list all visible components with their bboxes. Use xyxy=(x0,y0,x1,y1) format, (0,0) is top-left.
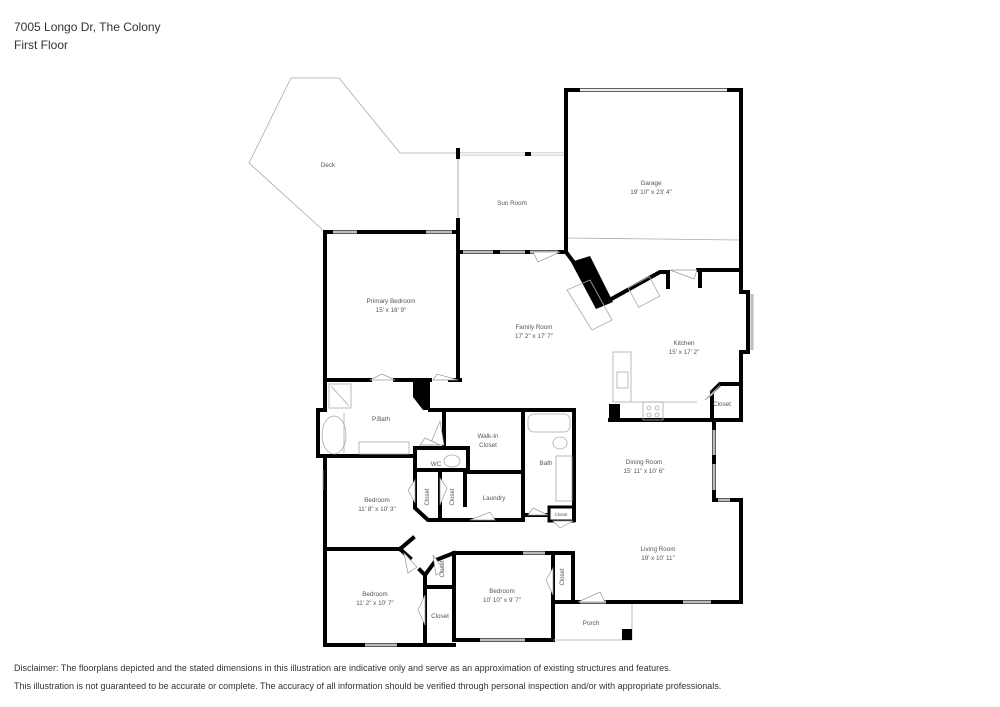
kitchen-walls xyxy=(608,268,754,422)
room-label-sun-room: Sun Room xyxy=(497,199,527,208)
deck-outline xyxy=(248,77,459,233)
room-dimensions: 11' 2" x 10' 7" xyxy=(356,600,394,607)
room-name: Laundry xyxy=(482,495,506,502)
room-label-living-room: Living Room 19' x 10' 11" xyxy=(641,545,676,563)
disclaimer-line-1: Disclaimer: The floorplans depicted and … xyxy=(14,663,672,673)
room-name: Closet xyxy=(431,613,449,620)
room-dimensions: 15' x 17' 2" xyxy=(668,349,700,356)
room-label-bedroom-1: Bedroom 11' 8" x 10' 3" xyxy=(358,496,396,514)
room-label-wc: WC xyxy=(431,460,442,469)
room-name: P.Bath xyxy=(371,416,391,423)
room-name-line1: Walk-In xyxy=(477,433,499,440)
room-dimensions: 19' 10" x 23' 4" xyxy=(630,189,672,196)
room-name: Closet xyxy=(713,401,731,408)
property-address: 7005 Longo Dr, The Colony xyxy=(14,20,161,34)
room-label-dining-room: Dining Room 15' 11" x 10' 6" xyxy=(623,458,664,476)
room-label-closet-c: Closet xyxy=(440,560,446,578)
room-label-primary-bedroom: Primary Bedroom 15' x 16' 9" xyxy=(367,297,416,315)
room-name-line2: Closet xyxy=(479,442,497,449)
room-label-closet-a: Closet xyxy=(425,488,431,506)
room-label-garage: Garage 19' 10" x 23' 4" xyxy=(630,179,672,197)
room-dimensions: 11' 8" x 10' 3" xyxy=(358,506,396,513)
door-swings xyxy=(369,251,721,626)
porch-outline xyxy=(551,600,743,641)
bedroom-2-walls xyxy=(323,550,457,647)
room-label-closet-e: Closet xyxy=(560,568,566,586)
room-name: Closet xyxy=(554,512,568,517)
room-name: Garage xyxy=(640,180,662,187)
room-label-kitchen-closet: Closet xyxy=(713,400,731,409)
p-bath-walls xyxy=(316,383,576,458)
room-name: Primary Bedroom xyxy=(366,298,416,305)
room-label-family-room: Family Room 17' 2" x 17' 7" xyxy=(515,323,553,341)
primary-bedroom-walls xyxy=(323,230,462,412)
room-name: Living Room xyxy=(640,546,676,553)
room-label-bedroom-2: Bedroom 11' 2" x 10' 7" xyxy=(356,590,394,608)
room-label-porch: Porch xyxy=(583,619,599,628)
garage-walls xyxy=(564,88,743,270)
room-label-closet-d: Closet xyxy=(431,612,449,621)
room-name: Deck xyxy=(320,162,336,169)
room-name: Sun Room xyxy=(497,200,527,207)
room-label-walk-in-closet: Walk-In Closet xyxy=(477,432,498,450)
bedroom-1-walls xyxy=(322,454,416,647)
room-name: WC xyxy=(430,461,442,468)
room-name: Bedroom xyxy=(362,591,388,598)
room-dimensions: 10' 10" x 9' 7" xyxy=(482,597,522,604)
room-dimensions: 19' x 10' 11" xyxy=(641,555,675,562)
room-dimensions: 17' 2" x 17' 7" xyxy=(514,333,554,340)
living-walls xyxy=(712,420,743,604)
room-label-kitchen: Kitchen 15' x 17' 2" xyxy=(669,339,700,357)
room-label-bath-closet: Closet xyxy=(555,510,568,519)
room-label-p-bath: P.Bath xyxy=(372,415,390,424)
room-name: Kitchen xyxy=(673,340,695,347)
room-name: Bedroom xyxy=(364,497,390,504)
room-name: Family Room xyxy=(515,324,553,331)
room-dimensions: 15' 11" x 10' 6" xyxy=(623,468,665,475)
room-label-bath: Bath xyxy=(540,459,553,468)
room-name: Bath xyxy=(539,460,553,467)
room-label-deck: Deck xyxy=(321,161,335,170)
room-label-laundry: Laundry xyxy=(483,494,506,503)
room-name: Bedroom xyxy=(489,588,515,595)
stairs-block xyxy=(571,256,613,309)
room-label-bedroom-3: Bedroom 10' 10" x 9' 7" xyxy=(483,587,521,605)
room-label-closet-b: Closet xyxy=(450,488,456,506)
room-name: Dining Room xyxy=(625,459,663,466)
disclaimer-line-2: This illustration is not guaranteed to b… xyxy=(14,681,722,691)
room-dimensions: 15' x 16' 9" xyxy=(375,307,407,314)
room-name: Porch xyxy=(582,620,600,627)
floor-label: First Floor xyxy=(14,38,68,52)
